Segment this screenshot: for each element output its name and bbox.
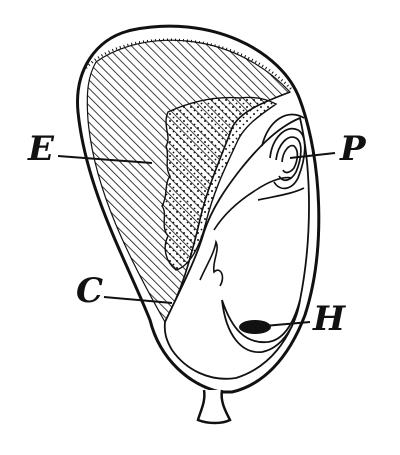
cotyledon-fold-lower — [199, 239, 224, 287]
leader-p — [289, 152, 336, 159]
label-p: P — [339, 129, 367, 169]
seed-stalk — [196, 389, 232, 425]
label-c: C — [76, 271, 103, 311]
cotyledon-region — [163, 116, 310, 380]
starch-region — [161, 96, 278, 271]
embryo-pocket — [221, 299, 301, 353]
hilum-spot — [239, 320, 271, 334]
aleurone-layer — [85, 38, 293, 91]
leader-e — [57, 155, 153, 164]
leader-h — [263, 321, 311, 327]
label-e: E — [27, 129, 55, 169]
label-h: H — [312, 299, 347, 339]
cotyledon-fold-upper — [213, 176, 293, 231]
plumule-structure — [257, 113, 306, 201]
leader-c — [103, 296, 173, 304]
